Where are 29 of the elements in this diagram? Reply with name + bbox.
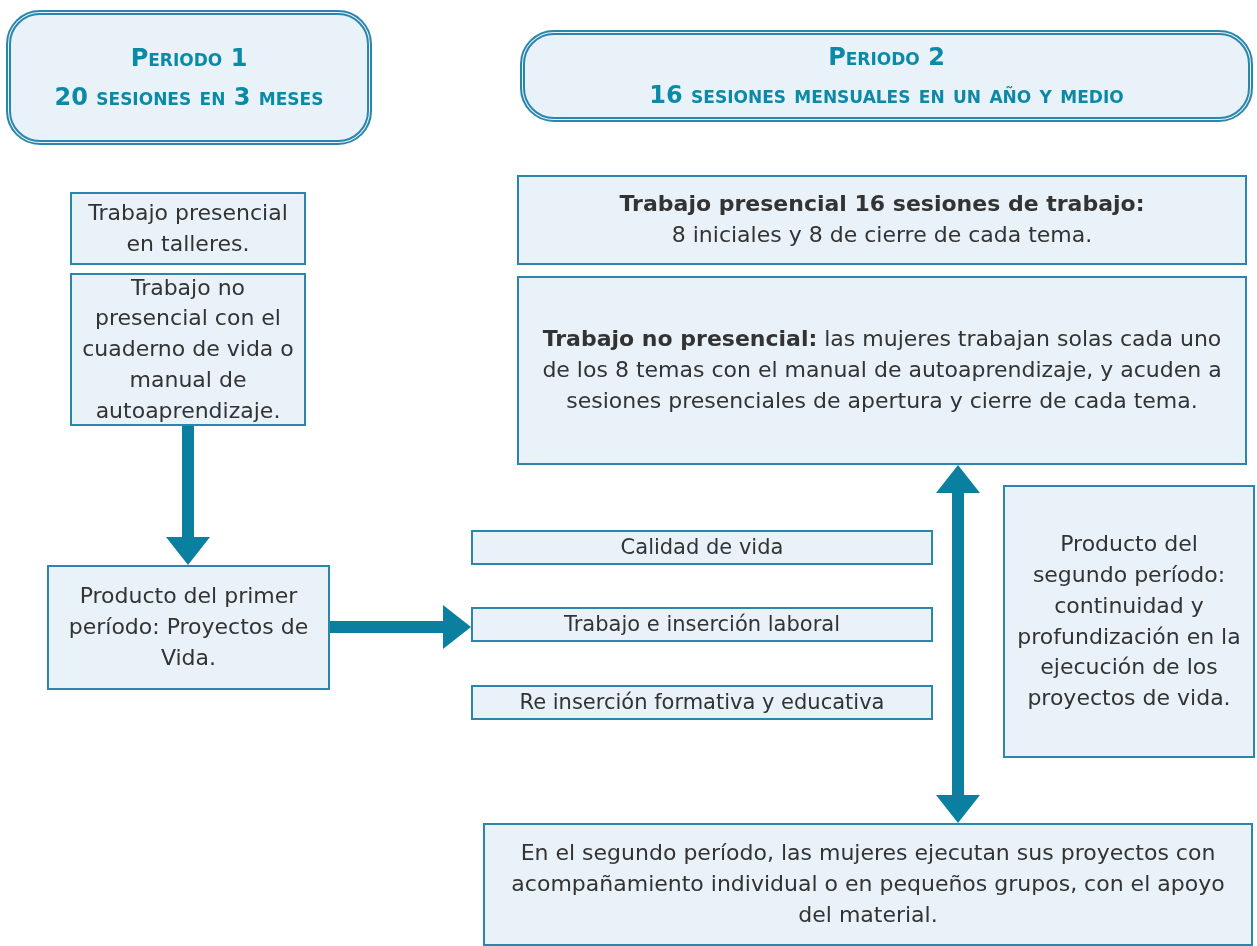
box-text: Calidad de vida <box>620 534 784 561</box>
topic-bar <box>471 685 933 720</box>
arrow <box>330 605 471 649</box>
box-text: Producto del primer período: Proyectos de Vida. <box>67 582 310 672</box>
topic-bar <box>471 607 933 642</box>
period-header <box>520 30 1253 122</box>
double-arrow <box>936 465 980 823</box>
box-text: Re inserción formativa y educativa <box>519 689 885 716</box>
box-text: Producto del segundo período: continuidad y profundización en la ejecución de los proyectos de vida. <box>1016 530 1242 713</box>
box-text: En el segundo período, las mujeres ejecutan sus proyectos con acompañamiento individual o en pequeños grupos, con el apoyo del material. <box>510 839 1226 929</box>
box-subtext: 8 iniciales y 8 de cierre de cada tema. <box>671 221 1093 249</box>
period-title: Periodo 2 <box>828 41 945 73</box>
process-box <box>517 276 1247 465</box>
period-subtitle: 16 sesiones mensuales en un año y medio <box>649 80 1124 111</box>
period-header <box>6 10 372 145</box>
process-box <box>517 175 1247 265</box>
period-subtitle: 20 sesiones en 3 meses <box>54 81 324 113</box>
process-box <box>1003 485 1255 758</box>
box-text: Trabajo no presencial: las mujeres trabajan solas cada uno de los 8 temas con el manual de autoaprendizaje, y acuden a sesiones presenciales de apertura y cierre de cada tema. <box>541 325 1223 415</box>
topic-bar <box>471 530 933 565</box>
process-box <box>483 823 1253 946</box>
arrow <box>166 426 210 565</box>
process-box <box>47 565 330 690</box>
process-box <box>70 192 306 265</box>
period-title: Periodo 1 <box>130 43 248 75</box>
box-text: Trabajo e inserción laboral <box>564 611 840 638</box>
box-text: Trabajo presencial 16 sesiones de trabajo: <box>619 190 1145 219</box>
box-text: Trabajo no presencial con el cuaderno de vida o manual de autoaprendizaje. <box>81 273 295 425</box>
box-text: Trabajo presencial en talleres. <box>87 198 289 258</box>
